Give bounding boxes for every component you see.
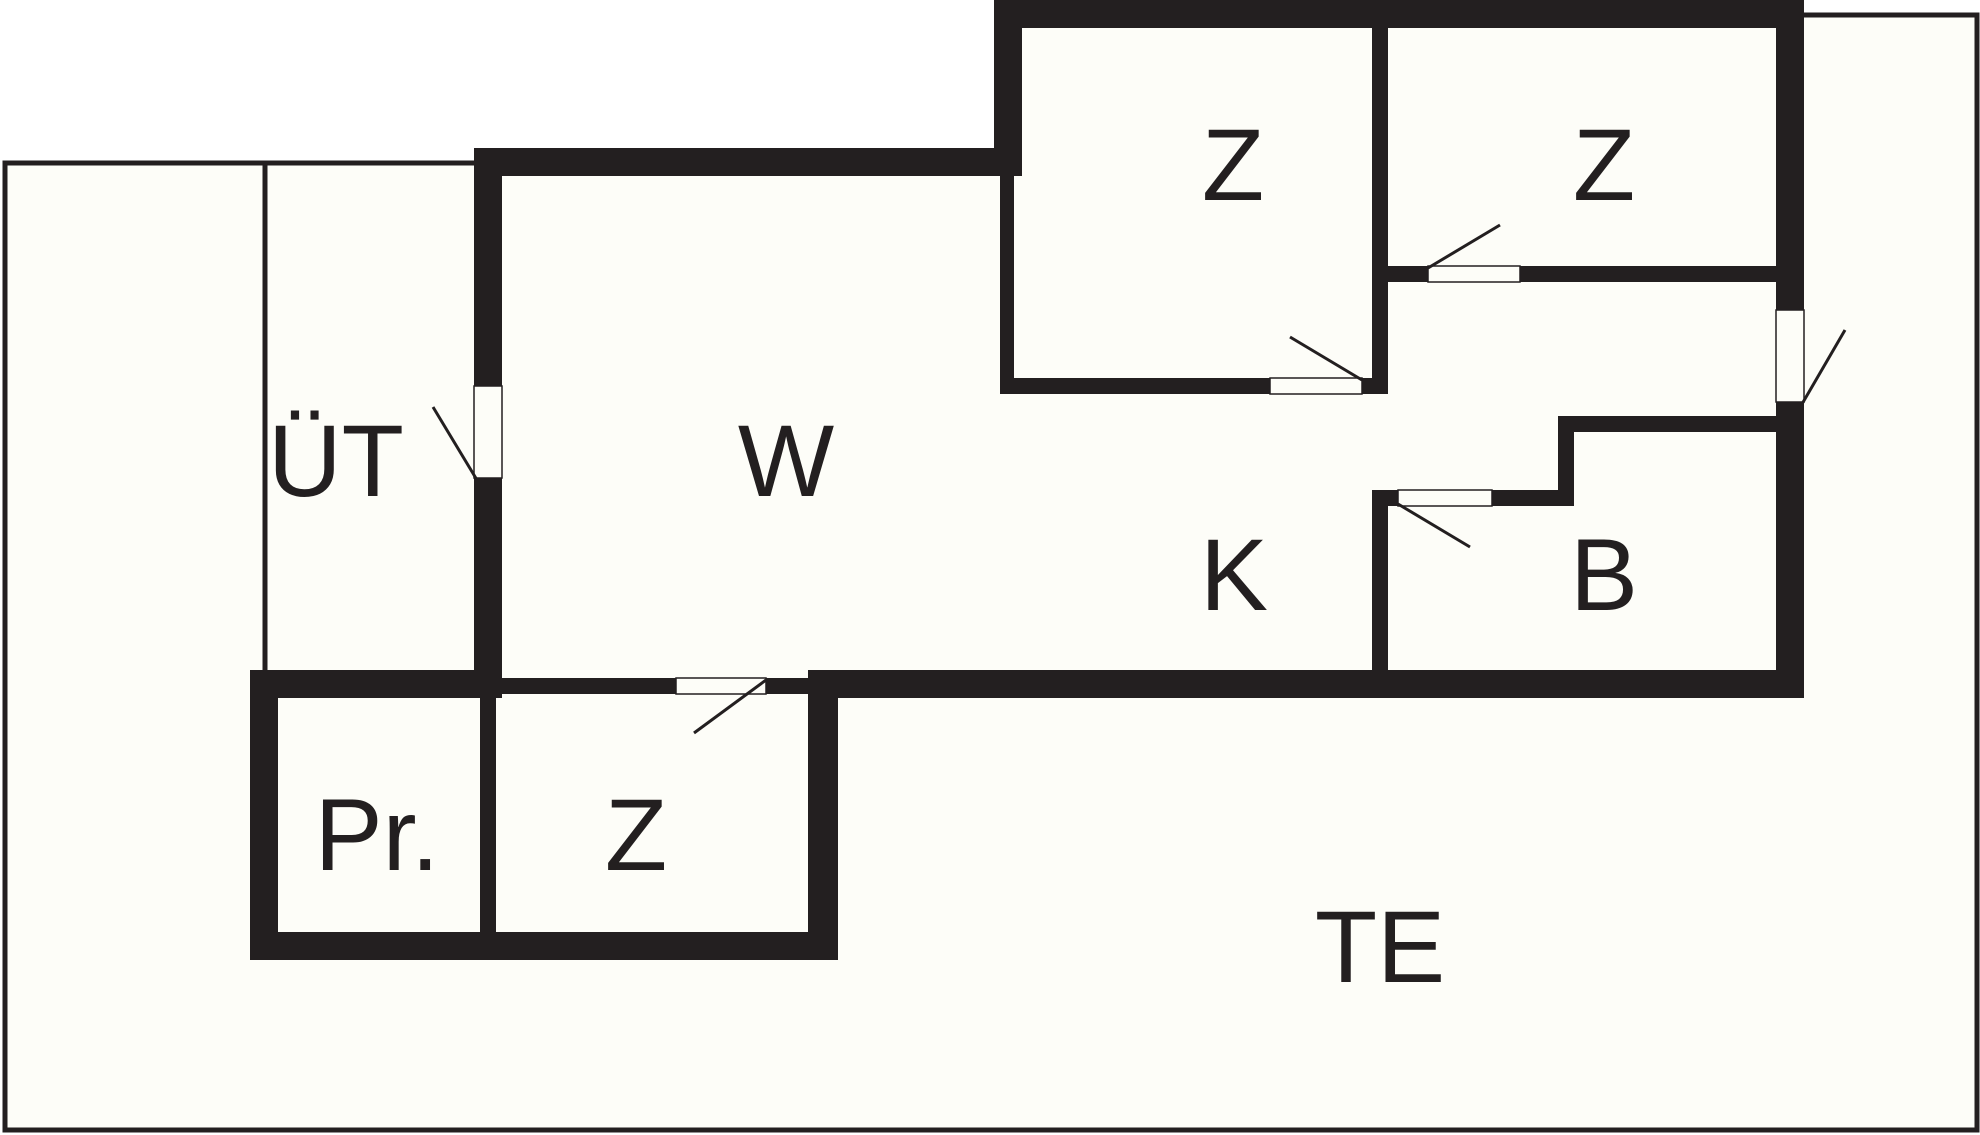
door-b — [1397, 489, 1493, 507]
wall-upper-left — [994, 0, 1022, 176]
wall-w-south-b — [766, 678, 810, 694]
wall-south-main — [808, 670, 1804, 698]
walls — [250, 0, 1804, 960]
wall-zl-bottom-a — [1000, 378, 1270, 394]
wall-w-top — [474, 148, 1004, 176]
door-zr — [1427, 265, 1521, 283]
door-w-left — [473, 385, 503, 479]
swing-w-left — [431, 406, 479, 481]
wall-upper-right-b — [1776, 402, 1804, 698]
wall-z-partition — [1372, 20, 1388, 394]
room-label-b: B — [1570, 518, 1638, 632]
wall-pr-z-partition — [480, 690, 496, 940]
room-label-k: K — [1200, 518, 1268, 632]
wall-zr-bottom-a — [1372, 266, 1428, 282]
swing-z-bottom — [693, 678, 767, 735]
wall-upper-right-a — [1776, 0, 1804, 310]
wall-pr-bottom — [250, 932, 838, 960]
wall-b-step-vert — [1558, 416, 1574, 506]
door-zl — [1269, 377, 1363, 395]
wall-w-left-a — [474, 148, 502, 386]
wall-zr-bottom-b — [1520, 266, 1788, 282]
door-z-bottom — [675, 677, 767, 695]
wall-b-left — [1372, 490, 1388, 698]
room-label-pr: Pr. — [315, 778, 440, 892]
wall-zl-left — [1000, 176, 1014, 394]
wall-upper-top — [994, 0, 1804, 28]
room-label-te: TE — [1315, 890, 1445, 1004]
swing-zl — [1289, 335, 1363, 382]
room-label-w: W — [738, 404, 834, 518]
wall-pr-top — [250, 670, 500, 698]
swing-b — [1397, 502, 1471, 549]
door-exterior — [1775, 309, 1805, 403]
wall-b-top-left — [1492, 490, 1574, 506]
door-openings — [473, 265, 1805, 695]
door-swings — [431, 223, 1847, 735]
room-label-z-bottom: Z — [605, 778, 667, 892]
room-labels: ÜT W Z Z K B Pr. Z TE — [268, 108, 1638, 1004]
wall-pr-left — [250, 670, 278, 960]
room-label-ut: ÜT — [268, 404, 404, 518]
swing-zr — [1427, 223, 1501, 270]
room-label-z-top-right: Z — [1573, 108, 1635, 222]
wall-z-bottom-right — [808, 670, 838, 960]
room-label-z-top-left: Z — [1202, 108, 1264, 222]
wall-w-south-a — [474, 678, 676, 694]
wall-w-left-b — [474, 478, 502, 698]
wall-b-top-right — [1558, 416, 1788, 432]
swing-exterior — [1800, 329, 1847, 405]
